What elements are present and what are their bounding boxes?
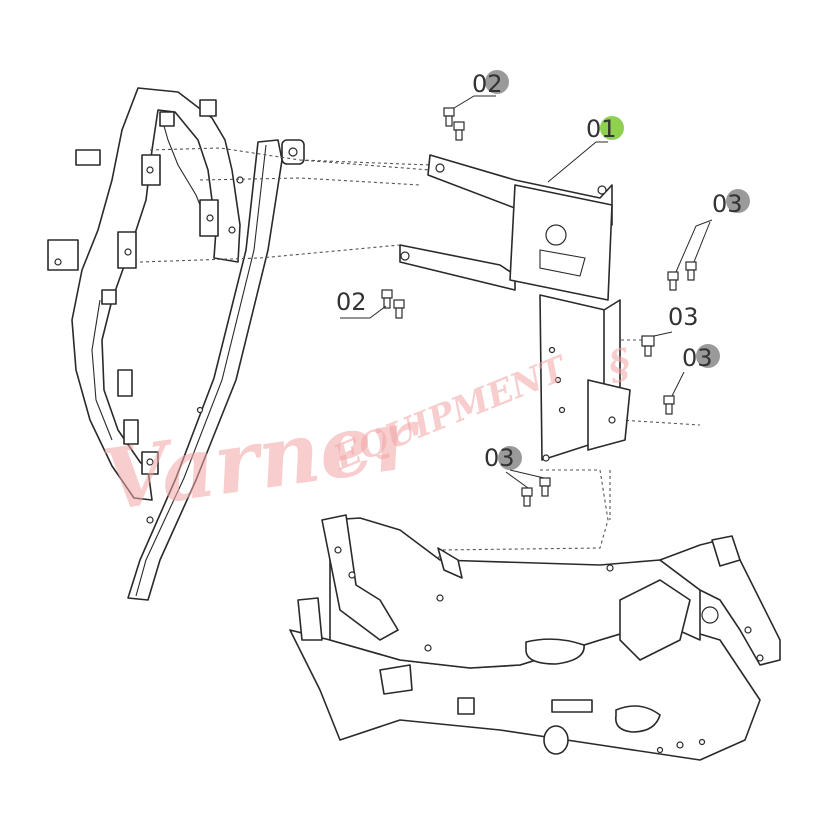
bolt-03-a [667, 271, 679, 291]
bolt-03-f [539, 477, 551, 497]
bolt-03-e [521, 487, 533, 507]
callout-01: 01 [547, 115, 624, 183]
diagonal-channel-beam [127, 139, 305, 601]
callout-03-a-marker [726, 189, 750, 213]
bolt-02-top-a [443, 107, 455, 127]
callout-02-left: 02 [336, 288, 387, 319]
bolt-02-top-b [453, 121, 465, 141]
callout-02-left-label: 02 [336, 288, 367, 316]
callout-02-top-label: 02 [472, 70, 503, 98]
callout-03-a-label: 03 [712, 190, 743, 218]
bolt-03-d [663, 395, 675, 415]
callout-01-marker [600, 116, 624, 140]
lower-chassis-frame [289, 514, 781, 761]
callout-03-c: 03 [671, 344, 720, 397]
callout-02-top-marker [485, 70, 509, 94]
callout-03-b: 03 [653, 303, 699, 337]
bolt-02-left-a [381, 289, 393, 309]
bolt-03-b [685, 261, 697, 281]
callout-03-c-label: 03 [682, 344, 713, 372]
mounting-bracket-assembly [399, 154, 631, 462]
bolt-03-c [641, 335, 655, 357]
hex-bolts [381, 107, 697, 507]
callout-03-d-marker [498, 446, 522, 470]
callout-03-a: 03 [675, 189, 750, 273]
callout-03-c-marker [696, 344, 720, 368]
side-mount-tabs [47, 149, 101, 271]
bolt-02-left-b [393, 299, 405, 319]
callout-03-d-label: 03 [484, 444, 515, 472]
callout-03-d: 03 [484, 444, 545, 489]
callout-02-top: 02 [453, 70, 509, 109]
callout-03-b-label: 03 [668, 303, 699, 331]
front-frame-rail [71, 87, 241, 501]
callout-01-label: 01 [586, 115, 617, 143]
